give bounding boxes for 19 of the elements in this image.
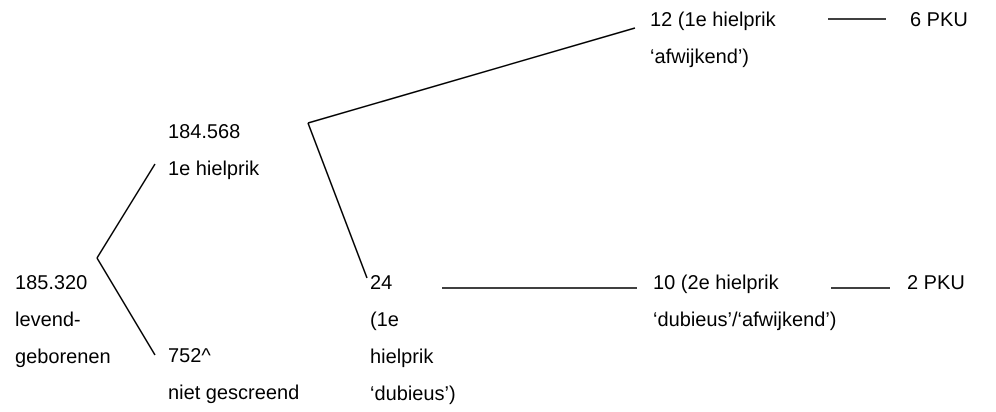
node-text: 184.568 bbox=[168, 120, 242, 145]
node-text: 6 PKU bbox=[910, 8, 969, 33]
node-text: 2 PKU bbox=[907, 271, 966, 296]
connector-line bbox=[307, 122, 368, 278]
node-text: 12 (1e hielprik ‘afwijkend’) bbox=[650, 8, 777, 70]
connector-line bbox=[831, 287, 890, 289]
connector-line bbox=[308, 27, 636, 124]
connector-line bbox=[828, 18, 886, 20]
node-text: levend- geborenen bbox=[15, 308, 112, 370]
node-text: 752^ bbox=[168, 344, 212, 369]
node-text: 10 (2e hielprik ‘dubieus’/‘afwijkend’) bbox=[653, 271, 838, 333]
connector-line bbox=[96, 164, 156, 258]
node-text: 1e hielprik bbox=[168, 157, 260, 182]
node-text: niet gescreend bbox=[168, 381, 300, 406]
node-text: (1e hielprik ‘dubieus’) bbox=[370, 308, 457, 407]
node-text: 185.320 bbox=[15, 271, 88, 296]
node-text: 24 bbox=[370, 271, 394, 296]
connector-line bbox=[442, 287, 637, 289]
connector-line bbox=[96, 258, 156, 356]
